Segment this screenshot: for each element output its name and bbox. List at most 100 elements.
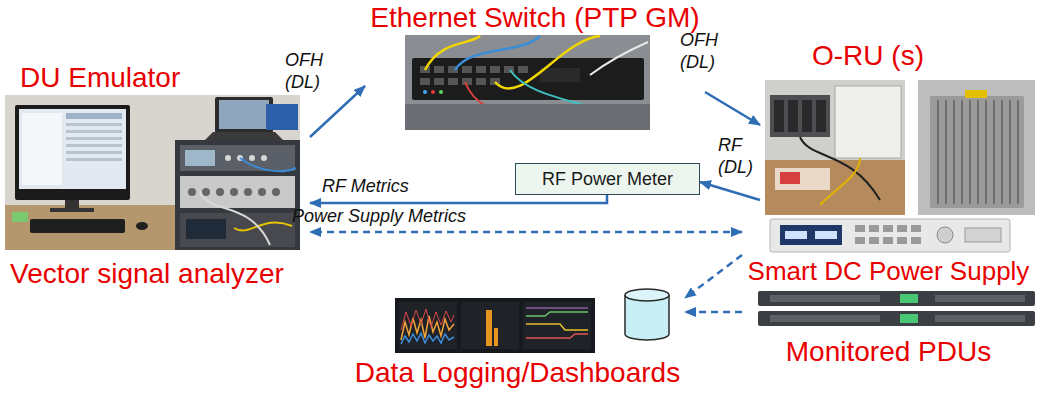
switch-photo [518, 66, 528, 73]
test-bench-photo [230, 188, 238, 196]
test-bench-photo [66, 137, 122, 140]
test-bench-photo [249, 155, 255, 161]
switch-photo [434, 66, 444, 73]
dashboard-screenshot [395, 298, 595, 353]
signal-arrow [705, 92, 760, 125]
test-bench-photo [244, 188, 252, 196]
switch-photo [439, 90, 443, 94]
test-bench-photo [5, 95, 300, 250]
test-bench-photo [175, 140, 300, 250]
test-bench-photo [272, 188, 280, 196]
o-ru-heatsink-photo [993, 100, 995, 204]
test-bench-photo [66, 158, 122, 161]
switch-photo [490, 66, 500, 73]
switch-photo [495, 36, 600, 89]
switch-photo [476, 78, 486, 85]
switch-photo [425, 36, 480, 70]
pdu-photo [935, 315, 1025, 322]
test-bench-photo [240, 158, 296, 171]
o-ru-bench-photo [816, 100, 826, 132]
dc-power-supply-photo [911, 225, 921, 232]
o-ru-heatsink-photo [985, 100, 987, 204]
dc-power-supply-photo [770, 219, 1010, 252]
test-bench-photo [180, 213, 295, 247]
edge-label: RF (DL) [718, 135, 760, 179]
dc-power-supply-photo [897, 237, 907, 244]
dashboard-screenshot [523, 302, 591, 349]
component-title: Smart DC Power Supply [748, 257, 1030, 287]
test-bench-photo [66, 123, 122, 126]
switch-photo [412, 58, 644, 100]
o-ru-heatsink-photo [945, 100, 947, 204]
o-ru-heatsink-photo [1001, 100, 1003, 204]
pdu-photo [770, 315, 880, 322]
test-bench-photo [200, 192, 270, 245]
test-bench-photo [65, 200, 79, 209]
du-emulator: DU EmulatorVector signal analyzer [5, 62, 310, 290]
dc-power-supply-photo [869, 237, 879, 244]
o-ru-heatsink-photo [930, 96, 1024, 208]
dashboard-screenshot [401, 333, 454, 344]
switch-photo [405, 35, 650, 130]
smart-dc-power-supply: Smart DC Power Supply [742, 215, 1035, 287]
test-bench-photo [266, 104, 298, 130]
switch-photo [590, 42, 648, 75]
dashed-arrow [685, 255, 742, 298]
test-bench-photo [5, 95, 300, 250]
dashboard-screenshot [494, 328, 498, 346]
test-bench-photo [12, 212, 28, 222]
dc-power-supply-photo [855, 225, 865, 232]
o-ru-bench-photo [765, 80, 905, 215]
dashed-arrow [685, 311, 742, 314]
edge-label: OFH (DL) [680, 30, 730, 74]
dashboard-screenshot [526, 324, 588, 330]
dashboard-screenshot [399, 302, 457, 349]
dc-power-supply-photo [770, 219, 1010, 252]
o-ru-heatsink-photo [965, 90, 987, 98]
dc-power-supply-photo [855, 237, 865, 244]
o-ru-heatsink-photo [918, 80, 1035, 215]
o-ru-heatsink-photo [961, 100, 963, 204]
o-ru-bench-photo [765, 80, 905, 215]
o-ru-bench-photo [820, 158, 860, 205]
pdu-photo [770, 295, 880, 302]
dc-power-supply-photo [815, 231, 837, 239]
o-ru-bench-photo [780, 172, 800, 184]
component-title: Monitored PDUs [786, 336, 991, 368]
dashboard-screenshot [395, 298, 595, 353]
component-title: Ethernet Switch (PTP GM) [370, 2, 699, 34]
test-bench-photo [258, 188, 266, 196]
test-bench-photo [15, 105, 130, 200]
o-ru-heatsink-photo [918, 80, 1035, 215]
monitored-pdus: Monitored PDUs [742, 288, 1035, 368]
test-bench-photo [50, 208, 94, 212]
pdu-photo [935, 295, 1025, 302]
test-bench-photo [66, 130, 122, 133]
test-bench-photo [22, 113, 62, 185]
dc-power-supply-photo [869, 225, 879, 232]
o-ru-bench-photo [774, 100, 784, 132]
o-ru-bench-photo [835, 86, 901, 158]
pdu-photo [900, 314, 918, 323]
o-ru-bench-photo [765, 160, 905, 215]
edge-label: Power Supply Metrics [292, 206, 466, 228]
pdu-photo [758, 291, 1035, 326]
switch-photo [405, 35, 650, 130]
test-bench-photo [180, 145, 295, 171]
test-bench-photo [188, 188, 196, 196]
test-bench-photo [5, 205, 180, 250]
dashboard-screenshot [401, 309, 454, 330]
test-bench-photo [216, 188, 224, 196]
switch-photo [462, 78, 472, 85]
test-bench-photo [30, 219, 125, 233]
test-bench-photo [180, 176, 295, 208]
dc-power-supply-photo [911, 237, 921, 244]
database-cylinder [625, 289, 669, 301]
pdu-photo [900, 294, 918, 303]
rf-power-meter-box: RF Power Meter [515, 163, 700, 195]
test-bench-photo [215, 97, 273, 133]
test-bench-photo [225, 155, 231, 161]
test-bench-photo [261, 155, 267, 161]
pdu-photo [758, 311, 1035, 326]
